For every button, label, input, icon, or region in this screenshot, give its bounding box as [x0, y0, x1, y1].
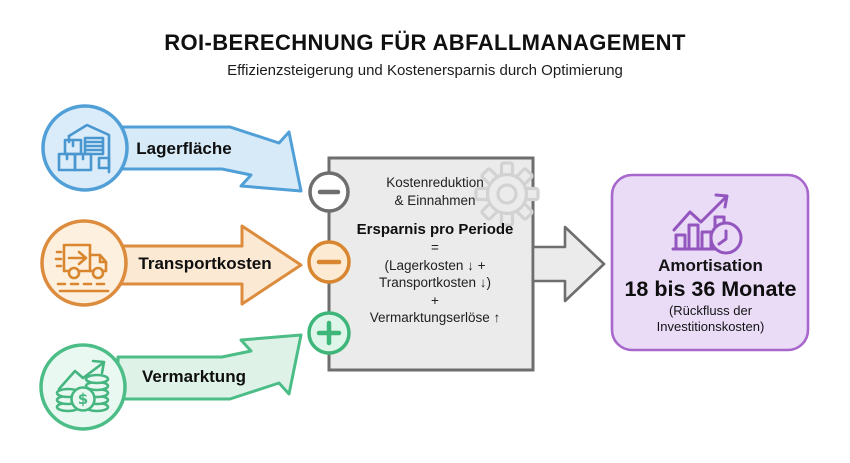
truck-icon	[54, 243, 112, 293]
calc-formula-title: Ersparnis pro Periode	[356, 221, 514, 238]
result-value: 18 bis 36 Monate	[624, 277, 797, 301]
calculation-text: Kostenreduktion & Einnahmen Ersparnis pr…	[337, 174, 533, 327]
result-arrow	[531, 225, 606, 303]
dollar-glyph: $	[78, 390, 88, 408]
arrow-transportkosten	[118, 224, 303, 306]
input-circle-transportkosten	[40, 219, 128, 307]
page-subtitle: Effizienzsteigerung und Kostenersparnis …	[227, 62, 623, 79]
minus-badge-gray	[308, 171, 350, 213]
calc-formula-line: (Lagerkosten ↓ +	[384, 257, 486, 273]
result-box	[610, 173, 810, 352]
label-vermarktung: Vermarktung	[142, 367, 246, 386]
arrow-vermarktung	[116, 333, 303, 401]
page-title: ROI-BERECHNUNG FÜR ABFALLMANAGEMENT	[164, 30, 686, 55]
result-title: Amortisation	[658, 256, 763, 275]
arrow-lagerflaeche	[116, 125, 303, 193]
calc-header-line2: & Einnahmen	[394, 193, 476, 208]
result-note-line1: (Rückfluss der	[668, 303, 753, 318]
calc-formula-line: +	[431, 292, 439, 308]
chart-clock-icon	[671, 193, 743, 255]
label-lagerflaeche: Lagerfläche	[136, 139, 232, 158]
result-text: Amortisation 18 bis 36 Monate (Rückfluss…	[612, 255, 809, 334]
coins-growth-icon: $	[55, 359, 110, 413]
calc-formula-line: =	[431, 240, 439, 255]
calc-header-line1: Kostenreduktion	[386, 175, 484, 190]
gear-icon	[474, 161, 540, 227]
result-note-line2: Investitionskosten)	[656, 318, 765, 334]
label-transportkosten: Transportkosten	[138, 254, 272, 273]
input-circle-vermarktung: $	[39, 343, 127, 431]
calc-formula-line: Vermarktungserlöse ↑	[369, 310, 501, 325]
calc-formula-line: Transportkosten ↓)	[378, 275, 492, 290]
input-circle-lagerflaeche	[41, 104, 129, 192]
minus-badge-orange	[307, 240, 351, 284]
plus-badge-green	[307, 311, 351, 355]
warehouse-icon	[57, 123, 111, 174]
